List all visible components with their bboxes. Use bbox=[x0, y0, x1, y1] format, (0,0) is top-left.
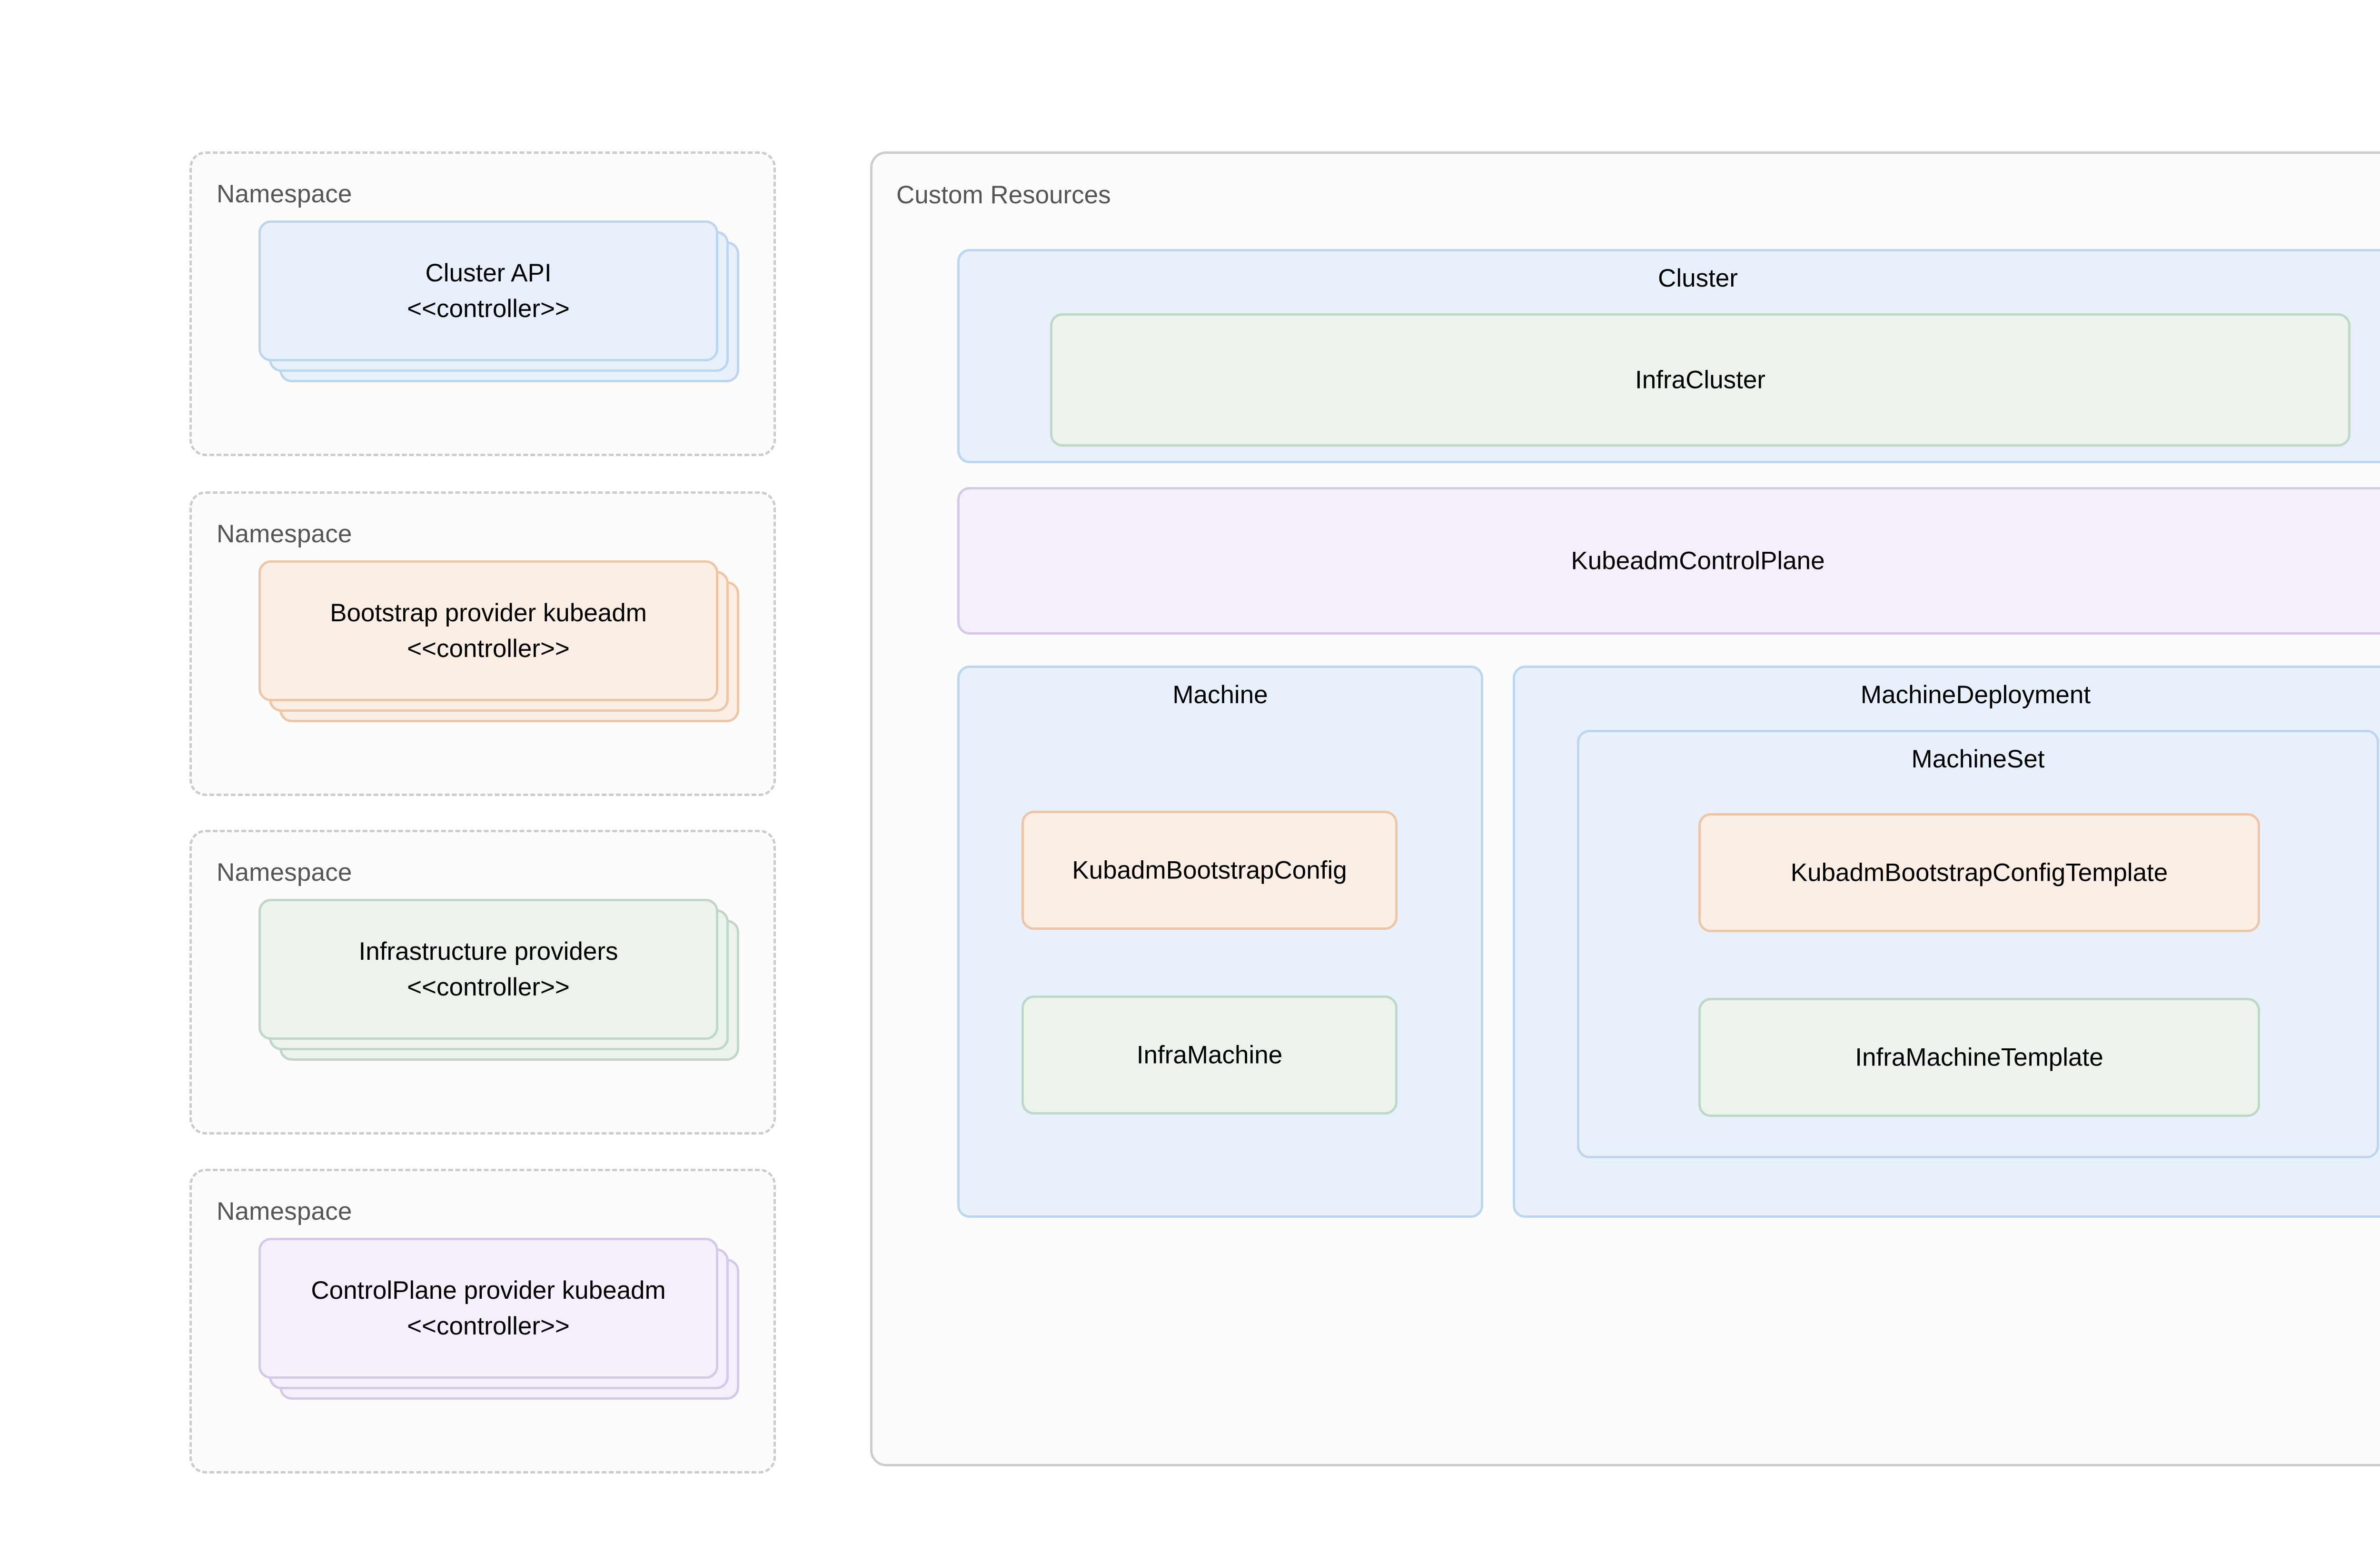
resource-kubadmbootstrapconfig-title: KubadmBootstrapConfig bbox=[1072, 856, 1347, 885]
resource-machinedeployment[interactable]: MachineDeployment MachineSet KubadmBoots… bbox=[1513, 666, 2380, 1218]
resource-inframachine-title: InfraMachine bbox=[1136, 1041, 1283, 1069]
controller-card-text: ControlPlane provider kubeadm <<controll… bbox=[261, 1273, 716, 1344]
controller-stereotype: <<controller>> bbox=[407, 1312, 570, 1340]
resource-cluster-title: Cluster bbox=[1658, 264, 1738, 292]
custom-resources-panel: Custom Resources Cluster InfraCluster Ku… bbox=[870, 151, 2380, 1466]
custom-resources-label: Custom Resources bbox=[896, 181, 1111, 209]
controller-card-text: Infrastructure providers <<controller>> bbox=[261, 934, 716, 1005]
resource-inframachinetemplate[interactable]: InfraMachineTemplate bbox=[1698, 998, 2260, 1117]
resource-machinedeployment-title: MachineDeployment bbox=[1860, 681, 2091, 709]
card-stack-layer-front: Cluster API <<controller>> bbox=[258, 220, 718, 361]
resource-kubeadmcontrolplane-title: KubeadmControlPlane bbox=[1571, 547, 1825, 575]
controller-stereotype: <<controller>> bbox=[407, 635, 570, 663]
namespace-label: Namespace bbox=[217, 520, 352, 548]
namespace-label: Namespace bbox=[217, 180, 352, 208]
controller-card-cluster-api[interactable]: Cluster API <<controller>> bbox=[258, 220, 739, 382]
resource-machineset-title: MachineSet bbox=[1911, 745, 2045, 773]
resource-cluster[interactable]: Cluster InfraCluster bbox=[957, 249, 2380, 463]
controller-card-bootstrap-provider-kubeadm[interactable]: Bootstrap provider kubeadm <<controller>… bbox=[258, 560, 739, 722]
resource-machine[interactable]: Machine KubadmBootstrapConfig InfraMachi… bbox=[957, 666, 1483, 1218]
resource-infracluster[interactable]: InfraCluster bbox=[1050, 313, 2350, 447]
controller-stereotype: <<controller>> bbox=[407, 295, 570, 323]
namespace-label: Namespace bbox=[217, 858, 352, 886]
controller-name: Bootstrap provider kubeadm bbox=[330, 598, 647, 627]
controller-stereotype: <<controller>> bbox=[407, 973, 570, 1001]
controller-card-text: Bootstrap provider kubeadm <<controller>… bbox=[261, 595, 716, 667]
card-stack-layer-front: ControlPlane provider kubeadm <<controll… bbox=[258, 1238, 718, 1379]
namespace-group-infrastructure-providers: Namespace Infrastructure providers <<con… bbox=[189, 830, 776, 1135]
card-stack-layer-front: Bootstrap provider kubeadm <<controller>… bbox=[258, 560, 718, 701]
resource-inframachinetemplate-title: InfraMachineTemplate bbox=[1855, 1043, 2103, 1072]
controller-card-text: Cluster API <<controller>> bbox=[261, 255, 716, 327]
resource-kubadmbootstrapconfig[interactable]: KubadmBootstrapConfig bbox=[1021, 811, 1398, 930]
resource-machine-title: Machine bbox=[1172, 681, 1268, 709]
resource-kubeadmcontrolplane[interactable]: KubeadmControlPlane bbox=[957, 487, 2380, 635]
controller-name: Infrastructure providers bbox=[358, 937, 618, 966]
controller-name: Cluster API bbox=[425, 259, 552, 287]
namespace-label: Namespace bbox=[217, 1197, 352, 1225]
card-stack-layer-front: Infrastructure providers <<controller>> bbox=[258, 899, 718, 1040]
resource-inframachine[interactable]: InfraMachine bbox=[1021, 995, 1398, 1115]
resource-machineset[interactable]: MachineSet KubadmBootstrapConfigTemplate… bbox=[1577, 730, 2379, 1158]
namespace-group-controlplane-provider-kubeadm: Namespace ControlPlane provider kubeadm … bbox=[189, 1169, 776, 1473]
controller-card-infrastructure-providers[interactable]: Infrastructure providers <<controller>> bbox=[258, 899, 739, 1061]
namespace-group-bootstrap-provider-kubeadm: Namespace Bootstrap provider kubeadm <<c… bbox=[189, 491, 776, 796]
resource-kubadmbootstrapconfigtemplate[interactable]: KubadmBootstrapConfigTemplate bbox=[1698, 813, 2260, 932]
resource-kubadmbootstrapconfigtemplate-title: KubadmBootstrapConfigTemplate bbox=[1790, 858, 2168, 887]
namespace-group-cluster-api: Namespace Cluster API <<controller>> bbox=[189, 151, 776, 456]
controller-card-controlplane-provider-kubeadm[interactable]: ControlPlane provider kubeadm <<controll… bbox=[258, 1238, 739, 1400]
resource-infracluster-title: InfraCluster bbox=[1635, 366, 1765, 394]
controller-name: ControlPlane provider kubeadm bbox=[311, 1276, 666, 1304]
